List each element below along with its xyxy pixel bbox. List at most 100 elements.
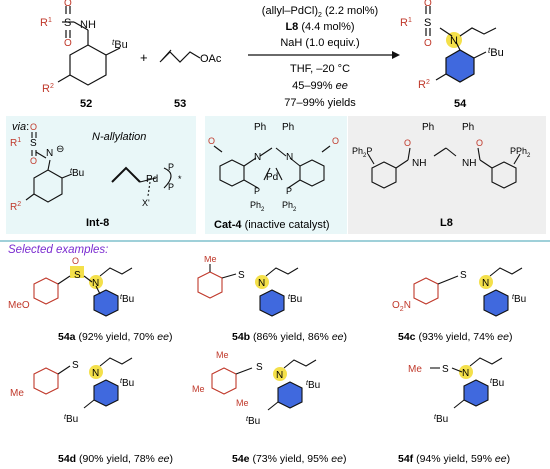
product-54-structure [425,6,497,83]
methyl-group: Me [216,350,229,360]
ligand-reagent: L8 (4.4 mol%) [285,21,354,33]
substrate-52-structure [57,6,121,86]
x-ligand-atom: X' [142,198,150,208]
oxygen-atom: O [476,138,483,148]
r1-atom: R1 [40,17,52,29]
ligand-panel [348,116,546,234]
conditions-text: THF, –20 °C [290,63,350,75]
oxygen-atom: O [424,0,432,9]
substrate-label: 52 [80,98,92,110]
diphenylphosphine-group: PPh2 [510,146,531,159]
phenyl-group: Ph [462,122,474,133]
example-54d-structure [33,357,133,409]
product-ring-highlight [446,50,474,82]
diphenyl-group: Ph2 [282,200,297,213]
tbu-group: tBu [288,294,302,305]
allylation-label: N-allylation [92,131,146,143]
methyl-group: Me [408,364,422,375]
plus-sign: + [140,50,148,65]
tbu-group: tBu [64,414,78,425]
sulfur-atom: S [74,270,81,281]
chiral-axis-highlight [446,32,462,48]
nitrogen-atom: N [482,278,489,289]
diphenyl-group: Ph2 [250,200,265,213]
oxygen-atom: O [72,256,79,266]
methoxy-group: MeO [8,300,30,311]
anion-charge-icon: ⊖ [56,144,64,155]
tbu-group: tBu [70,168,84,179]
int-8-label: Int-8 [86,217,109,229]
example-54a-structure [33,266,133,317]
tbu-group: tBu [112,38,128,51]
r1-atom: R1 [10,137,21,149]
methyl-group: Me [10,388,24,399]
sulfur-atom: S [460,270,467,281]
sulfur-atom: S [442,364,449,375]
sulfur-atom: S [30,138,37,149]
nitrogen-atom: N [258,278,265,289]
sulfur-atom: S [238,270,245,281]
example-54b-label: 54b (86% yield, 86% ee) [232,331,347,343]
cat-4-label: Cat-4 (inactive catalyst) [214,219,330,231]
sulfur-atom: S [64,17,71,29]
nitro-group: O2N [392,300,411,313]
oxygen-atom: O [64,0,72,9]
phenyl-group: Ph [282,122,294,133]
chiral-star-icon: * [178,174,182,184]
nitrogen-atom: N [276,370,283,381]
nh-atom: NH [412,158,426,169]
allyl-label: 53 [174,98,186,110]
intermediate-panel [6,116,196,234]
r2-atom: R2 [42,83,54,95]
sulfur-atom: S [424,17,431,29]
phenyl-group: Ph [254,122,266,133]
palladium-atom: Pd [146,174,158,185]
phosphorus-atom: P [168,162,174,172]
int-8-structure [25,132,172,203]
example-54f-label: 54f (94% yield, 59% ee) [398,453,510,465]
yield-range-text: 77–99% yields [284,97,356,109]
oxygen-atom: O [404,138,411,148]
example-54f-structure [430,357,503,409]
via-label: via: [12,121,29,133]
tbu-group: tBu [434,414,448,425]
oxygen-atom: O [64,38,72,49]
l8-structure [367,147,521,189]
tbu-group: tBu [488,46,504,59]
catalyst-panel [205,116,347,234]
phosphorus-atom: P [286,186,292,196]
nitrogen-atom: N [462,368,469,379]
example-54d-label: 54d (90% yield, 78% ee) [58,453,173,465]
sulfur-atom: S [256,362,263,373]
oxygen-atom: O [208,136,215,146]
base-reagent: NaH (1.0 equiv.) [280,37,359,49]
reaction-scheme: R1 S O O NH tBu R2 52 + OAc 53 (allyl–Pd… [40,0,504,110]
tbu-group: tBu [120,294,134,305]
nitrogen-atom: N [286,152,293,163]
methyl-group: Me [204,256,217,264]
examples-drawing: O S N MeO tBu Me S N tBu S N O2N [8,256,526,465]
example-54c-label: 54c (93% yield, 74% ee) [398,331,512,343]
phosphorus-atom: P [168,182,174,192]
r1-atom: R1 [400,17,412,29]
nitrogen-atom: N [450,35,458,47]
oxygen-atom: O [332,136,339,146]
tbu-group: tBu [490,378,504,389]
l8-label: L8 [440,217,453,229]
tbu-group: tBu [246,416,260,427]
diphenylphosphine-group: Ph2P [352,146,372,159]
nitrogen-atom: N [92,278,99,289]
example-54c-structure [413,267,523,317]
methyl-group: Me [236,398,249,408]
sulfur-atom: S [72,360,79,371]
oxygen-atom: O [30,122,37,132]
product-label: 54 [454,98,467,110]
tbu-group: tBu [306,380,320,391]
example-54b-structure [197,264,299,317]
arrow-head-icon [392,51,400,59]
selected-examples-heading: Selected examples: [8,244,109,256]
oxygen-atom: O [30,156,37,166]
panels-drawing: via: N-allylation R1 S O O N ⊖ tBu R2 Pd… [10,121,531,231]
example-54e-label: 54e (73% yield, 95% ee) [232,453,346,465]
nitrogen-atom: N [46,148,53,159]
